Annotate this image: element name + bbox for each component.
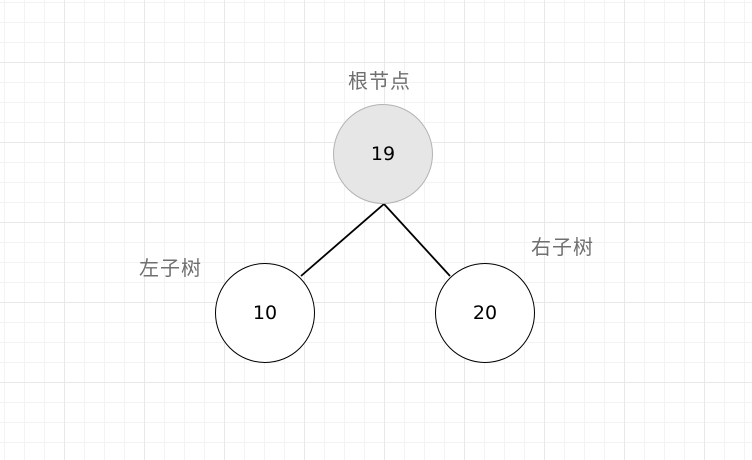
- left-child-node: 10: [215, 263, 315, 363]
- edge-root-to-left: [300, 203, 385, 277]
- edge-root-to-right: [383, 203, 451, 277]
- root-node: 19: [333, 104, 433, 204]
- left-child-node-value: 10: [252, 302, 278, 324]
- left-subtree-caption: 左子树: [139, 256, 202, 280]
- root-node-value: 19: [370, 143, 396, 165]
- right-subtree-caption: 右子树: [531, 235, 594, 259]
- root-node-caption: 根节点: [348, 69, 411, 93]
- right-child-node: 20: [435, 263, 535, 363]
- right-child-node-value: 20: [472, 302, 498, 324]
